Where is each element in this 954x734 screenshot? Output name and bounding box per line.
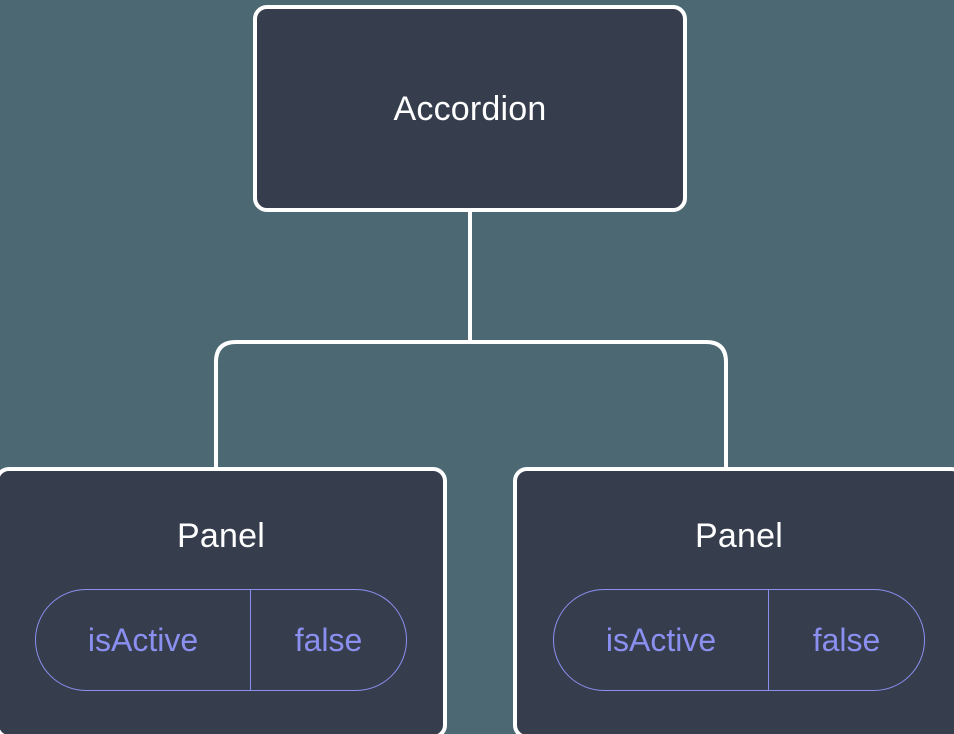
state-badge-panel-right[interactable]: isActive false <box>553 589 925 691</box>
state-badge-value: false <box>250 590 406 690</box>
node-panel-right-title: Panel <box>695 517 783 555</box>
state-badge-panel-left[interactable]: isActive false <box>35 589 407 691</box>
state-badge-value: false <box>768 590 924 690</box>
node-panel-right[interactable]: Panel isActive false <box>513 467 954 734</box>
connector-branch-right <box>470 340 728 471</box>
node-accordion[interactable]: Accordion <box>253 5 687 212</box>
node-panel-left-title: Panel <box>177 517 265 555</box>
state-badge-key: isActive <box>605 622 717 658</box>
node-accordion-title: Accordion <box>393 89 547 128</box>
node-panel-left[interactable]: Panel isActive false <box>0 467 447 734</box>
state-badge-key: isActive <box>87 622 199 658</box>
connector-branch-left <box>214 340 470 471</box>
